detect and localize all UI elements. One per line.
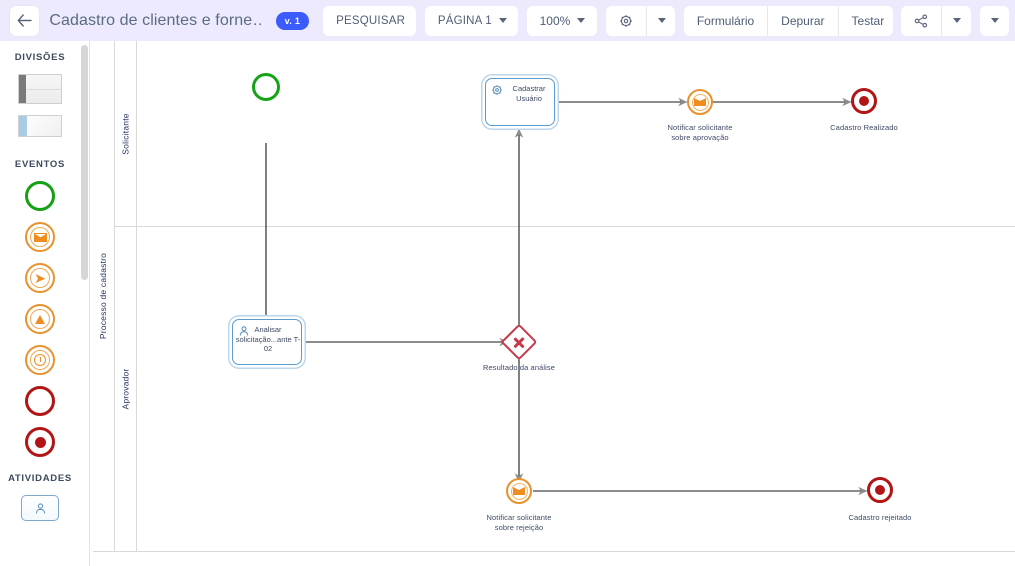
chevron-down-icon [498,18,507,23]
label-line1: Notificar solicitante [667,123,733,132]
lane-icon [18,115,62,137]
sequence-flows [261,97,868,496]
label-notificar-aprovacao: Notificar solicitante sobre aprovação [622,123,778,143]
share-dropdown[interactable] [942,5,971,36]
task-label-line1: Cadastrar [512,84,546,93]
debug-button[interactable]: Depurar [768,5,839,36]
arrow-left-icon [17,14,32,27]
node-end-event-cadastro-realizado[interactable] [851,88,877,114]
node-end-event-cadastro-rejeitado[interactable] [867,477,893,503]
palette-item-start-event[interactable] [0,181,80,211]
document-title: Cadastro de clientes e forne… [49,11,264,29]
share-button[interactable] [901,5,943,36]
label-line1: Notificar solicitante [486,513,552,522]
search-button[interactable]: PESQUISAR [323,5,417,36]
actions-group: Formulário Depurar Testar [683,5,893,36]
palette-scrollbar-track[interactable] [80,41,89,566]
user-icon [239,326,249,336]
node-message-event-notificar-rejeicao[interactable] [506,478,532,504]
palette-item-lane[interactable] [0,115,80,137]
circle-green-icon [25,181,55,211]
envelope-icon [25,222,55,252]
settings-dropdown[interactable] [646,5,675,36]
user-icon [21,495,59,521]
search-button-group: PESQUISAR [323,5,417,36]
task-label-line2: solicitação...ante T- [235,334,301,344]
zoom-selector[interactable]: 100% [526,5,597,36]
test-button[interactable]: Testar [838,5,893,36]
palette-section-title-divisoes: DIVISÕES [14,52,66,63]
top-toolbar: Cadastro de clientes e forne… v. 1 PESQU… [0,0,1015,41]
palette-section-title-eventos: EVENTOS [14,159,66,170]
node-task-cadastrar-usuario[interactable]: Cadastrar Usuário [485,78,555,126]
diagram-canvas[interactable]: Processo de cadastro Solicitante Aprovad… [89,41,1015,566]
clock-icon [25,345,55,375]
arrow-right-icon: ➤ [25,263,55,293]
overflow-group [979,5,1010,36]
node-gateway-resultado-da-analise[interactable] [500,323,538,361]
chevron-down-icon [657,18,666,23]
palette-item-terminate-event[interactable] [0,427,80,457]
label-cadastro-rejeitado: Cadastro rejeitado [802,513,958,523]
settings-button[interactable] [605,5,647,36]
palette-item-end-event[interactable] [0,386,80,416]
share-icon [915,13,928,28]
task-label-line2: Usuário [516,93,542,103]
label-line2: sobre rejeição [494,523,544,532]
chevron-down-icon [990,18,999,23]
pool-processo-de-cadastro[interactable]: Processo de cadastro Solicitante Aprovad… [91,41,1015,552]
node-start-event[interactable] [252,73,280,101]
exclusive-gateway-icon [500,323,538,361]
share-group [901,5,971,36]
label-line1: Resultado da análise [482,363,556,372]
zoom-level-label: 100% [539,13,571,28]
pool-icon [18,74,62,104]
canvas-edge [89,41,90,566]
lane-header-solicitante[interactable]: Solicitante [115,41,137,226]
gear-icon [492,85,502,95]
task-label-line1: Analisar [254,325,282,334]
version-badge[interactable]: v. 1 [275,11,310,30]
label-notificar-rejeicao: Notificar solicitante sobre rejeição [441,513,597,533]
label-line1: Cadastro Realizado [830,123,898,132]
node-message-event-notificar-aprovacao[interactable] [687,89,713,115]
triangle-icon [25,304,55,334]
settings-group [605,5,675,36]
pool-header[interactable]: Processo de cadastro [93,41,115,551]
zoom-selector-group: 100% [526,5,597,36]
chevron-down-icon [953,18,962,23]
circle-filled-red-icon [25,427,55,457]
lane-divider [115,226,1015,227]
palette-item-timer-event[interactable] [0,345,80,375]
palette-item-message-event[interactable] [0,222,80,252]
label-cadastro-realizado: Cadastro Realizado [786,123,942,133]
label-resultado-da-analise: Resultado da análise [441,363,597,373]
form-button[interactable]: Formulário [683,5,769,36]
page-selector-group: PÁGINA 1 [424,5,518,36]
shape-palette: DIVISÕES EVENTOS ➤ [0,41,80,566]
node-task-analisar-solicitacao[interactable]: Analisar solicitação...ante T- 02 [232,319,302,365]
palette-item-pool[interactable] [0,74,80,104]
palette-item-signal-event[interactable] [0,304,80,334]
chevron-down-icon [577,18,586,23]
back-button[interactable] [10,5,40,36]
palette-item-user-task[interactable] [0,495,80,521]
circle-red-icon [25,386,55,416]
gear-icon [619,14,632,27]
lane-header-aprovador[interactable]: Aprovador [115,227,137,551]
pool-bottom-border [93,551,1015,552]
page-selector-label: PÁGINA 1 [437,14,492,27]
palette-section-title-atividades: ATIVIDADES [8,473,72,484]
label-line1: Cadastro rejeitado [848,513,912,522]
palette-item-intermediate-event[interactable]: ➤ [0,263,80,293]
palette-scrollbar-thumb[interactable] [81,45,88,280]
page-selector[interactable]: PÁGINA 1 [424,5,518,36]
task-label-line3: 02 [263,344,273,353]
overflow-menu-button[interactable] [979,5,1010,36]
envelope-icon [694,97,706,107]
envelope-icon [513,486,525,496]
label-line2: sobre aprovação [671,133,729,142]
